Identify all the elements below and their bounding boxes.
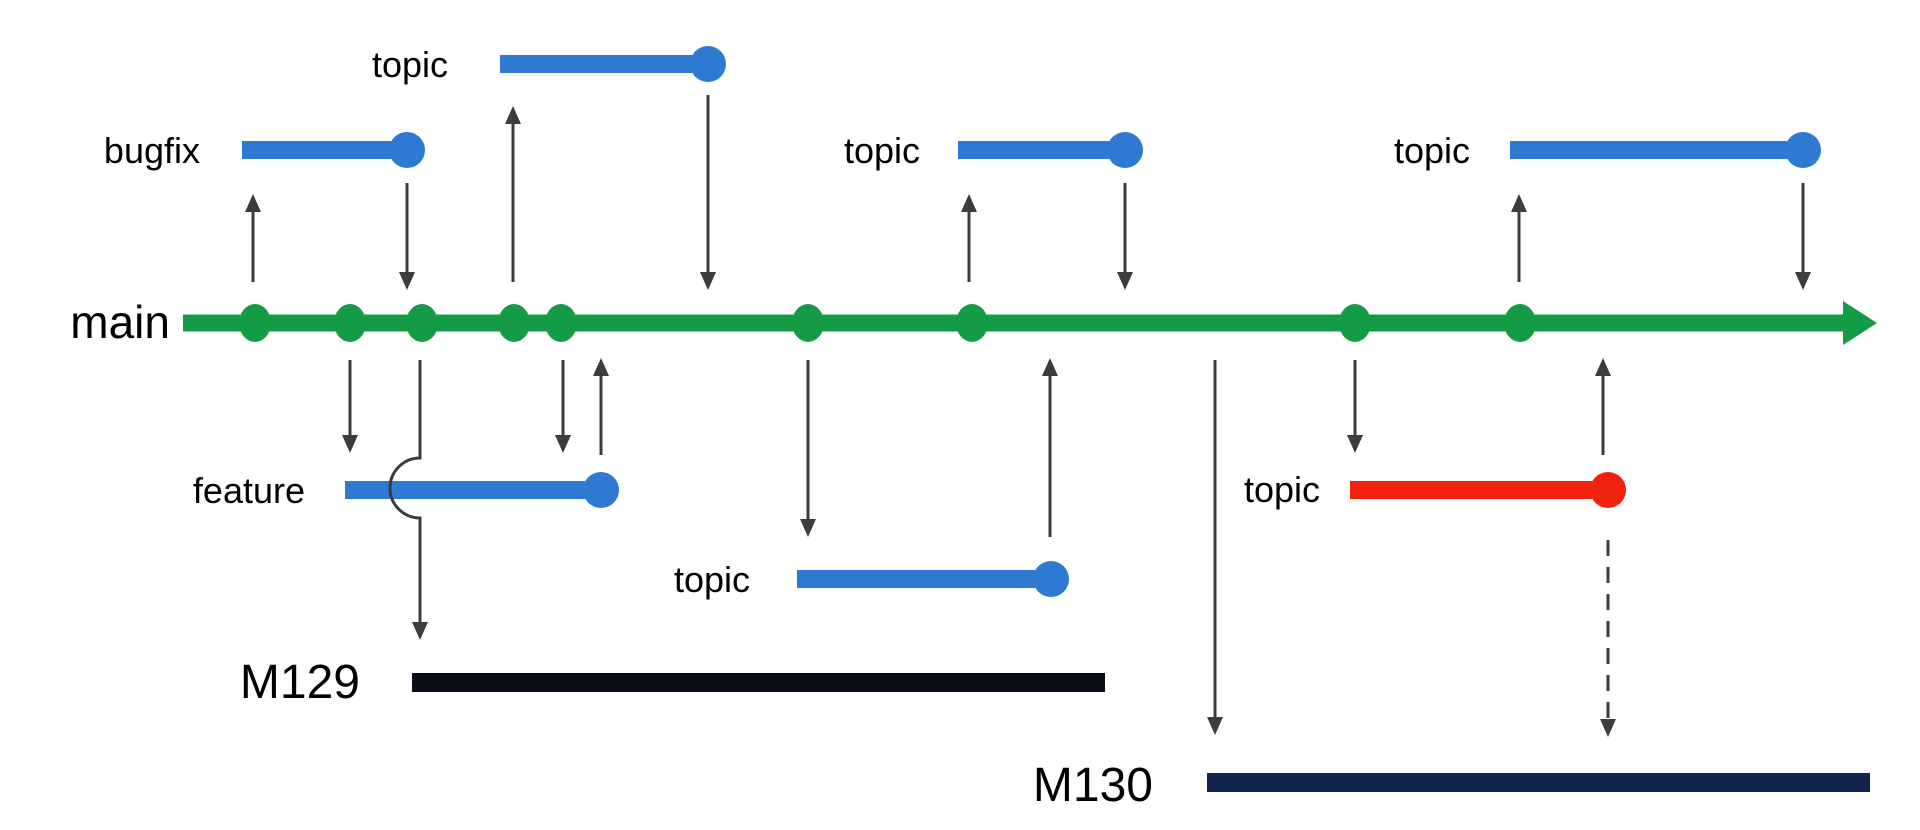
branch-head-dot <box>1033 561 1069 597</box>
merge-arrow-topic-1 <box>700 95 716 290</box>
branch-label: topic <box>372 44 448 85</box>
branch-arrow-topic-2-arrowhead-icon <box>961 194 977 212</box>
update-arrow-feature <box>555 360 571 453</box>
main-commit-dot <box>406 304 438 342</box>
main-commit-dot <box>792 304 824 342</box>
branch-arrow-topic-2 <box>961 194 977 282</box>
merge-arrow-topic-red-arrowhead-icon <box>1595 358 1611 376</box>
release-bar <box>1207 773 1870 792</box>
merge-arrow-bugfix-arrowhead-icon <box>399 272 415 290</box>
branch-topic-red: topic <box>1244 469 1626 510</box>
branch-arrow-feature <box>342 360 358 453</box>
branch-topic-1: topic <box>372 44 726 85</box>
branch-head-dot <box>690 46 726 82</box>
merge-arrow-feature <box>593 358 609 455</box>
branch-head-dot <box>1590 472 1626 508</box>
cherrypick-arrow-m130 <box>1600 540 1616 737</box>
merge-arrow-bugfix <box>399 183 415 290</box>
main-commit-dot <box>545 304 577 342</box>
release-label: M130 <box>1033 759 1153 812</box>
branch-arrow-m129-with-bridge <box>388 360 428 640</box>
merge-arrow-topic-red <box>1595 358 1611 455</box>
merge-arrow-topic-1-arrowhead-icon <box>700 272 716 290</box>
branch-label: bugfix <box>104 130 200 171</box>
merge-arrow-topic-3-arrowhead-icon <box>1795 272 1811 290</box>
main-branch-label: main <box>70 296 170 348</box>
main-commit-dot <box>1339 304 1371 342</box>
flow-arrows <box>245 95 1811 737</box>
branch-head-dot <box>1785 132 1821 168</box>
branch-arrow-m129-arrowhead-icon <box>412 622 428 640</box>
branch-label: topic <box>1394 130 1470 171</box>
merge-arrow-topic-4-arrowhead-icon <box>1042 358 1058 376</box>
merge-arrow-topic-3 <box>1795 183 1811 290</box>
release-m129: M129 <box>240 656 1105 709</box>
branch-label: topic <box>1244 469 1320 510</box>
main-commit-dot <box>956 304 988 342</box>
branch-arrow-bugfix <box>245 194 261 282</box>
branch-topic-3: topic <box>1394 130 1821 171</box>
branch-arrow-feature-arrowhead-icon <box>342 435 358 453</box>
merge-arrow-feature-arrowhead-icon <box>593 358 609 376</box>
branch-feature: feature <box>193 470 619 511</box>
branch-arrow-topic-red <box>1347 360 1363 453</box>
branch-arrow-topic-1-arrowhead-icon <box>505 106 521 124</box>
branch-topic-4: topic <box>674 559 1069 600</box>
cherrypick-arrow-m130-arrowhead-icon <box>1600 719 1616 737</box>
branch-arrow-topic-1 <box>505 106 521 282</box>
branch-arrow-topic-4 <box>800 360 816 537</box>
merge-arrow-topic-4 <box>1042 358 1058 537</box>
branch-label: feature <box>193 470 305 511</box>
merge-arrow-topic-2-arrowhead-icon <box>1117 272 1133 290</box>
branch-arrow-topic-3-arrowhead-icon <box>1511 194 1527 212</box>
release-label: M129 <box>240 656 360 709</box>
update-arrow-feature-arrowhead-icon <box>555 435 571 453</box>
branch-arrow-topic-4-arrowhead-icon <box>800 519 816 537</box>
release-bar <box>412 673 1105 692</box>
branch-arrow-m130 <box>1207 360 1223 735</box>
branch-arrow-topic-3 <box>1511 194 1527 282</box>
branch-head-dot <box>389 132 425 168</box>
main-branch-arrowhead-icon <box>1843 301 1877 345</box>
branch-head-dot <box>583 472 619 508</box>
branch-arrow-topic-red-arrowhead-icon <box>1347 435 1363 453</box>
main-commit-dot <box>239 304 271 342</box>
merge-arrow-topic-2 <box>1117 183 1133 290</box>
main-commit-dot <box>498 304 530 342</box>
branch-head-dot <box>1107 132 1143 168</box>
main-commit-dot <box>334 304 366 342</box>
branch-label: topic <box>844 130 920 171</box>
main-branch: main <box>70 296 1877 348</box>
main-commits <box>239 304 1536 342</box>
main-commit-dot <box>1504 304 1536 342</box>
branch-arrow-m129-line <box>388 360 422 622</box>
branch-arrow-bugfix-arrowhead-icon <box>245 194 261 212</box>
branch-bugfix: bugfix <box>104 130 425 171</box>
release-m130: M130 <box>1033 759 1870 812</box>
branch-arrow-m130-arrowhead-icon <box>1207 717 1223 735</box>
branch-label: topic <box>674 559 750 600</box>
branch-topic-2: topic <box>844 130 1143 171</box>
